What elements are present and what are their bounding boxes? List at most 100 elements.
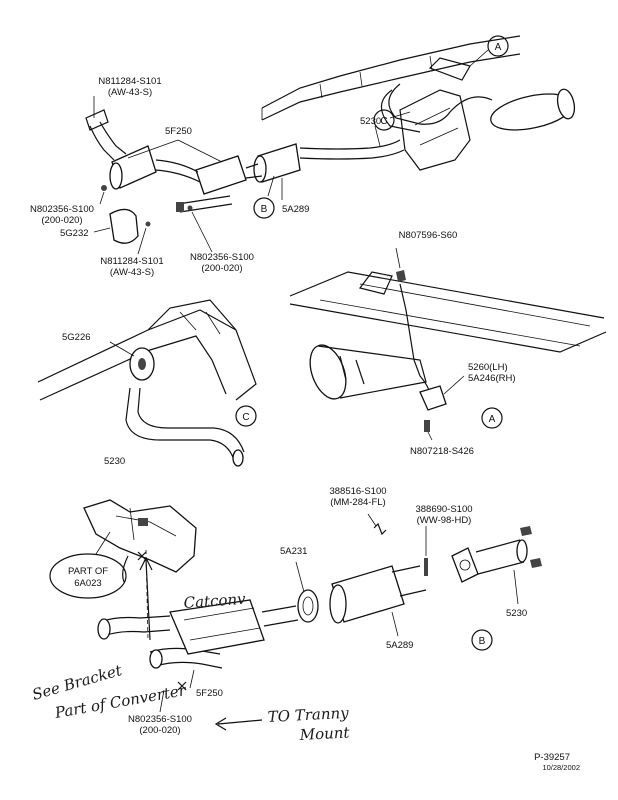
top-assembly: A C B N811284-S101 (AW-43-S) 5F250 5230 … — [30, 35, 576, 278]
detail-b-lower-end — [149, 649, 163, 669]
tailpipe-5230-b — [475, 539, 525, 575]
label-5a231: 5A231 — [280, 546, 307, 557]
leader-n807218 — [427, 431, 433, 441]
hand-to-tranny: TO Tranny — [267, 704, 349, 726]
label-5260: 5260(LH) — [468, 362, 508, 373]
hand-mount: Mount — [298, 723, 351, 744]
detail-c-callout-circle — [235, 405, 257, 427]
footer-date: 10/28/2002 — [542, 763, 580, 772]
detail-b-callout-circle — [471, 629, 493, 651]
hand-catconv: Catconv — [183, 590, 247, 612]
nut-top-right — [520, 526, 532, 536]
detail-a-pipe-body — [317, 345, 427, 399]
label-5f250: 5F250 — [165, 126, 192, 137]
leader-5230 — [374, 125, 381, 147]
catalytic-converter-b — [169, 599, 265, 655]
detail-c: 5G226 5230 C — [37, 299, 257, 467]
label-5f250-b: 5F250 — [196, 688, 223, 699]
bolt-388690 — [424, 558, 428, 576]
detail-c-bracket-ribs — [179, 311, 221, 335]
label-n811284-bot-sub: (AW-43-S) — [110, 267, 154, 278]
catalytic-converter-seams — [183, 607, 261, 641]
rear-muffler-end — [556, 88, 576, 120]
label-388690: 388690-S100 — [415, 504, 472, 515]
nut-n802356-left — [101, 185, 107, 191]
detail-b-inlet-end — [97, 618, 111, 640]
muffler-5a289-end — [253, 155, 267, 183]
detail-c-callout-text: C — [242, 412, 249, 423]
crossmember — [399, 89, 471, 171]
detail-a-callout-circle — [481, 407, 503, 429]
detail-a-pipe-bands — [339, 355, 365, 385]
mount-6a023 — [83, 499, 197, 573]
detail-a: N807596-S60 5260(LH) 5A246(RH) N807218-S… — [289, 230, 607, 457]
muffler-outlet — [391, 565, 427, 597]
detail-a-bottom-bolt — [424, 420, 430, 432]
flange-left — [85, 109, 109, 131]
leader-5a289-b — [391, 611, 399, 637]
label-part-of: PART OF — [68, 566, 108, 577]
tailpipe-5230-b-end — [516, 539, 528, 563]
label-5a289-b: 5A289 — [386, 640, 413, 651]
label-5230: 5230 — [360, 116, 381, 127]
frame-rail-top — [261, 35, 521, 109]
leader-n802356-right — [191, 211, 213, 253]
detail-b: PART OF 6A023 5A231 5A289 388516-S100 (M… — [49, 486, 542, 736]
hand-x-mark-upper — [137, 551, 147, 561]
pipe-5230-upper — [299, 139, 401, 150]
detail-b-callout-text: B — [479, 636, 486, 647]
cat-converter-left-end — [109, 162, 123, 190]
label-388516-sub: (MM-284-FL) — [330, 497, 385, 508]
flange-b — [451, 547, 479, 583]
label-5230-c: 5230 — [104, 456, 125, 467]
leader-5230-b — [513, 569, 519, 605]
downpipe-left-1 — [89, 125, 115, 161]
detail-b-outlet-pipe — [261, 605, 299, 627]
converter-to-muffler — [245, 163, 263, 179]
callout-a-text: A — [495, 42, 502, 53]
pipe-5230-lower — [299, 149, 405, 160]
frame-rail-bottom — [261, 53, 521, 121]
leader-5a231 — [295, 561, 305, 593]
callout-c-text: C — [380, 116, 387, 127]
lower-pipe-clamp — [176, 202, 184, 212]
detail-b-inlet-pipe-1 — [99, 615, 171, 623]
detail-b-inlet-pipe-2 — [103, 629, 171, 637]
callout-c-circle — [373, 109, 395, 131]
detail-a-bracket — [358, 271, 393, 295]
leader-b — [267, 175, 275, 197]
callout-b-circle — [253, 197, 275, 219]
leader-a — [469, 49, 489, 67]
cat-converter-right — [195, 155, 247, 195]
nut-bottom-right — [530, 558, 542, 568]
detail-b-lower-pipe-2 — [155, 661, 223, 669]
label-n802356-left-sub: (200-020) — [41, 215, 82, 226]
leader-5g232 — [93, 227, 111, 233]
clamp-5a231 — [297, 589, 319, 623]
detail-a-floor-bottom — [289, 303, 607, 353]
detail-c-pipe-lower — [137, 387, 245, 453]
nut-n802356-right — [187, 205, 193, 211]
label-n802356-left: N802356-S100 — [30, 204, 94, 215]
muffler-5a289-b-end — [329, 584, 347, 624]
part-of-oval — [49, 553, 127, 599]
label-n811284-top-sub: (AW-43-S) — [108, 87, 152, 98]
label-n802356-b-sub: (200-020) — [139, 725, 180, 736]
hand-arrow-tranny — [214, 717, 263, 731]
crossmember-detail — [414, 107, 459, 146]
leader-n802356-left — [99, 191, 105, 205]
detail-a-floor-ribs — [319, 283, 591, 347]
lower-pipe — [177, 195, 233, 213]
detail-c-frame-inner — [39, 335, 227, 401]
label-n811284-bot: N811284-S101 — [100, 256, 163, 267]
hand-x-mark-lower — [177, 681, 187, 691]
hand-arrow-up — [139, 556, 153, 641]
label-n807218: N807218-S426 — [410, 446, 474, 457]
frame-rail-ribs — [319, 55, 433, 99]
leader-6a023 — [95, 531, 111, 555]
tailpipe-over-axle-2 — [380, 89, 421, 133]
footer-ref: P-39257 — [534, 752, 570, 763]
detail-c-bracket-top — [147, 299, 237, 331]
